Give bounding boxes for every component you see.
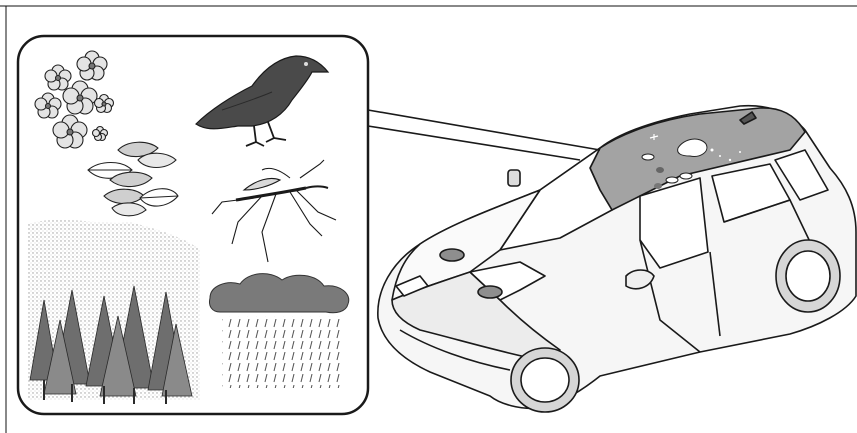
leader-line [368,110,600,160]
leaf-icon [666,177,678,183]
leaf-icon [680,173,692,179]
leaf-icon [656,167,664,173]
leaf-icon [642,154,654,160]
pollen-trees-icon [28,220,200,404]
rain-cloud-icon [209,274,348,388]
leaf-icon [654,183,662,189]
car-illustration [378,106,856,412]
hood-vent-icon [440,249,464,261]
hood-vent-icon [478,286,502,298]
inset-panel [18,36,368,414]
